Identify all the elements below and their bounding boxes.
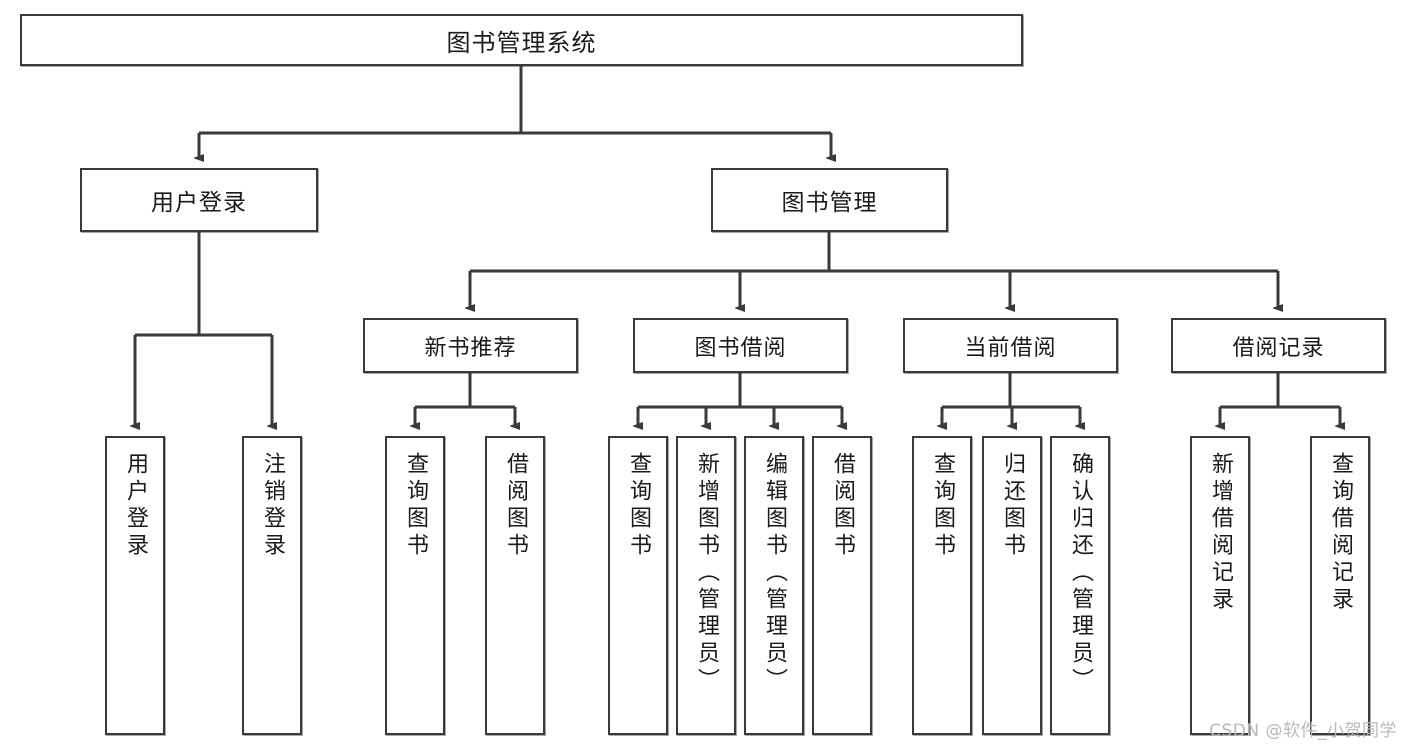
- node-borrow-record[interactable]: 借阅记录: [1171, 318, 1386, 373]
- node-current-borrow[interactable]: 当前借阅: [903, 318, 1118, 373]
- leaf-recommend-borrow-book[interactable]: 借阅图书: [485, 436, 545, 735]
- leaf-borrow-add-book-admin-label: 新增图书（管理员）: [694, 452, 719, 695]
- node-borrow-record-label: 借阅记录: [1232, 335, 1325, 361]
- leaf-record-query[interactable]: 查询借阅记录: [1310, 436, 1370, 735]
- leaf-user-login-label: 用户登录: [123, 452, 148, 560]
- leaf-current-query-book[interactable]: 查询图书: [912, 436, 972, 735]
- leaf-borrow-borrow-book-label: 借阅图书: [830, 452, 855, 560]
- leaf-borrow-add-book-admin[interactable]: 新增图书（管理员）: [676, 436, 736, 735]
- leaf-recommend-query-book[interactable]: 查询图书: [385, 436, 445, 735]
- leaf-borrow-query-book[interactable]: 查询图书: [608, 436, 668, 735]
- node-new-book-recommend-label: 新书推荐: [424, 335, 517, 361]
- node-root[interactable]: 图书管理系统: [20, 14, 1023, 66]
- leaf-current-return-book[interactable]: 归还图书: [982, 436, 1042, 735]
- leaf-current-confirm-return-admin[interactable]: 确认归还（管理员）: [1050, 436, 1110, 735]
- leaf-borrow-query-book-label: 查询图书: [626, 452, 651, 560]
- node-new-book-recommend[interactable]: 新书推荐: [363, 318, 578, 373]
- node-current-borrow-label: 当前借阅: [964, 335, 1057, 361]
- leaf-current-return-book-label: 归还图书: [1000, 452, 1025, 560]
- leaf-borrow-edit-book-admin-label: 编辑图书（管理员）: [762, 452, 787, 695]
- leaf-recommend-borrow-book-label: 借阅图书: [503, 452, 528, 560]
- leaf-record-add[interactable]: 新增借阅记录: [1190, 436, 1250, 735]
- node-user-login-label: 用户登录: [151, 190, 247, 216]
- node-book-management-label: 图书管理: [781, 190, 878, 216]
- watermark: CSDN @软件_小贺同学: [1209, 721, 1397, 741]
- node-book-borrow-label: 图书借阅: [694, 335, 787, 361]
- leaf-user-logout[interactable]: 注销登录: [242, 436, 302, 735]
- leaf-current-query-book-label: 查询图书: [930, 452, 955, 560]
- leaf-record-query-label: 查询借阅记录: [1328, 452, 1353, 614]
- node-book-borrow[interactable]: 图书借阅: [633, 318, 848, 373]
- leaf-user-logout-label: 注销登录: [260, 452, 285, 560]
- leaf-user-login[interactable]: 用户登录: [105, 436, 165, 735]
- leaf-record-add-label: 新增借阅记录: [1208, 452, 1233, 614]
- node-book-management[interactable]: 图书管理: [711, 168, 948, 232]
- node-user-login[interactable]: 用户登录: [80, 168, 318, 232]
- leaf-recommend-query-book-label: 查询图书: [403, 452, 428, 560]
- node-root-label: 图书管理系统: [446, 28, 597, 57]
- leaf-borrow-borrow-book[interactable]: 借阅图书: [812, 436, 872, 735]
- leaf-borrow-edit-book-admin[interactable]: 编辑图书（管理员）: [744, 436, 804, 735]
- leaf-current-confirm-return-admin-label: 确认归还（管理员）: [1068, 452, 1093, 695]
